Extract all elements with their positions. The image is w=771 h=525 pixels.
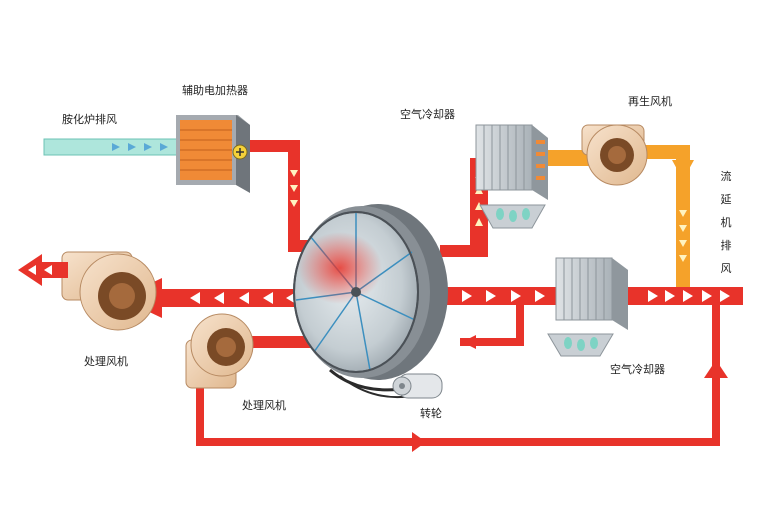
drive-motor-icon	[329, 368, 443, 399]
furnace-exhaust-label: 胺化炉排风	[62, 113, 117, 126]
return-loop-duct	[196, 305, 728, 452]
desiccant-rotor-icon	[293, 204, 448, 380]
rotor-label: 转轮	[420, 407, 442, 420]
regen-loop-duct	[548, 145, 694, 296]
drip-tray-icon	[547, 333, 614, 357]
cooler-coil-icon	[475, 124, 548, 200]
fan-icon	[185, 313, 254, 389]
cast-film-exhaust-label: 流延机排风	[720, 170, 732, 275]
cooler-coil-icon	[555, 257, 628, 330]
drip-tray-icon	[479, 204, 546, 229]
process-exhaust-arrow	[18, 254, 68, 286]
heater-icon	[176, 115, 250, 193]
fan-icon	[61, 251, 157, 331]
heated-air-duct	[250, 140, 330, 252]
process-fan-left-label: 处理风机	[84, 355, 128, 368]
branch-duct	[460, 305, 524, 349]
air-cooler-bottom-label: 空气冷却器	[610, 363, 665, 376]
inlet-air-arrow	[43, 131, 199, 163]
aux-heater-label: 辅助电加热器	[182, 84, 248, 97]
air-cooler-top-label: 空气冷却器	[400, 108, 455, 121]
regen-fan-label: 再生风机	[628, 95, 672, 108]
process-fan-center-label: 处理风机	[242, 399, 286, 412]
fan-icon	[581, 124, 648, 186]
